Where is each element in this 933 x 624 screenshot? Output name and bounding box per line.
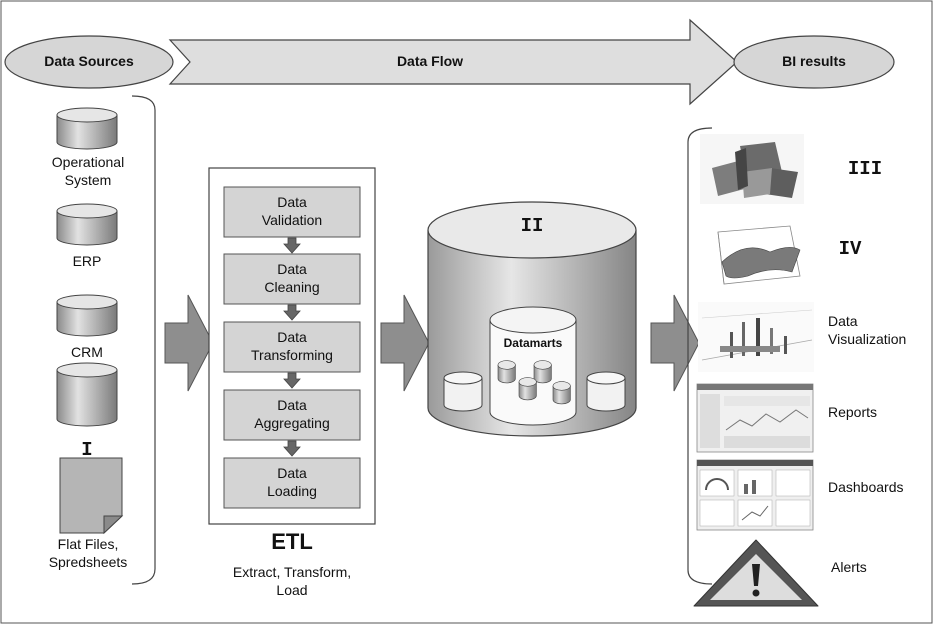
marker-i: I	[81, 439, 93, 461]
reports-image	[696, 383, 814, 453]
flat-line1: Flat Files,	[57, 536, 119, 552]
reports-label: Reports	[828, 404, 878, 420]
operational-cylinder	[56, 107, 118, 150]
data-sources-ellipse	[4, 35, 174, 89]
etl-step-line: Aggregating	[254, 415, 330, 431]
data-visualization-image	[698, 302, 814, 372]
etl-subtitle-line1: Extract, Transform,	[232, 564, 352, 580]
arrow-warehouse-to-results	[650, 294, 700, 392]
etl-step-line: Data	[277, 261, 307, 277]
arrow-etl-to-warehouse	[380, 294, 430, 392]
data-flow-arrow	[168, 18, 738, 106]
etl-step-aggregating: Data Aggregating	[224, 396, 360, 432]
etl-step-validation: Data Validation	[224, 193, 360, 229]
marker-iv: IV	[838, 238, 862, 260]
operational-system-label: Operational System	[36, 153, 140, 189]
etl-step-line: Validation	[261, 212, 323, 228]
crm-cylinder	[56, 294, 118, 337]
erp-cylinder	[56, 203, 118, 246]
surface-plot-visual	[704, 218, 808, 292]
erp-label: ERP	[72, 253, 102, 269]
etl-title: ETL	[271, 529, 313, 554]
results-bracket	[687, 127, 713, 585]
visualization-line1: Data	[828, 313, 858, 329]
data-flow-label: Data Flow	[396, 53, 464, 69]
visualization-line2: Visualization	[828, 331, 907, 347]
dashboards-image	[696, 459, 814, 531]
bi-results-ellipse	[733, 35, 895, 89]
etl-step-line: Data	[277, 465, 307, 481]
etl-step-line: Loading	[267, 483, 317, 499]
arrow-sources-to-etl	[164, 294, 214, 392]
3d-cube-visual	[700, 134, 804, 204]
etl-step-arrows	[283, 237, 301, 457]
etl-step-cleaning: Data Cleaning	[224, 260, 360, 296]
etl-step-line: Data	[277, 329, 307, 345]
sources-bracket	[131, 95, 156, 585]
etl-step-line: Data	[277, 397, 307, 413]
flat-file-icon	[59, 457, 124, 535]
operational-line1: Operational	[51, 154, 125, 170]
generic-cylinder	[56, 362, 118, 427]
datamarts-label: Datamarts	[503, 336, 563, 350]
etl-step-line: Transforming	[251, 347, 333, 363]
alert-warning-icon	[693, 539, 819, 607]
dashboards-label: Dashboards	[828, 479, 904, 495]
marker-iii: III	[847, 158, 883, 180]
flat-files-label: Flat Files, Spredsheets	[30, 535, 146, 571]
alerts-label: Alerts	[831, 559, 867, 575]
etl-step-line: Cleaning	[264, 279, 320, 295]
marker-ii: II	[520, 215, 544, 237]
etl-steps	[223, 186, 361, 509]
operational-line2: System	[64, 172, 112, 188]
crm-label: CRM	[71, 344, 103, 360]
etl-subtitle: Extract, Transform, Load	[200, 563, 384, 599]
etl-step-loading: Data Loading	[224, 464, 360, 500]
etl-step-line: Data	[277, 194, 307, 210]
data-visualization-label: Data Visualization	[828, 312, 928, 348]
etl-subtitle-line2: Load	[276, 582, 308, 598]
data-sources-label: Data Sources	[44, 53, 134, 69]
flat-line2: Spredsheets	[48, 554, 128, 570]
warehouse-right-cylinder	[586, 371, 626, 412]
etl-step-transforming: Data Transforming	[224, 328, 360, 364]
warehouse-left-cylinder	[443, 371, 483, 412]
bi-results-label: BI results	[782, 53, 846, 69]
